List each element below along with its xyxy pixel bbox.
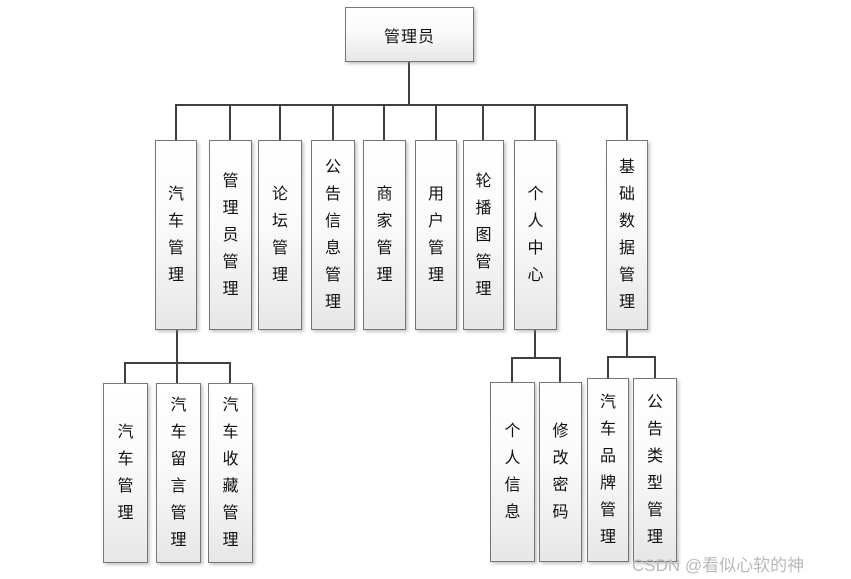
connector-stub-user-management bbox=[435, 104, 437, 140]
node-basic-data-management: 基础数据管理 bbox=[606, 140, 648, 330]
connector-stub-car-management bbox=[175, 104, 177, 140]
connector-stub-carousel-management bbox=[482, 104, 484, 140]
connector-basic-sub-stub-1 bbox=[607, 356, 609, 378]
connector-car-sub-stub-1 bbox=[124, 362, 126, 383]
node-car-message-management-label: 汽车留言管理 bbox=[170, 397, 187, 549]
node-forum-management-label: 论坛管理 bbox=[271, 186, 288, 284]
connector-car-sub-stub-3 bbox=[229, 362, 231, 383]
node-car-brand-management-label: 汽车品牌管理 bbox=[599, 394, 616, 546]
node-personal-center-label: 个人中心 bbox=[527, 186, 544, 284]
connector-car-group-stem bbox=[176, 330, 178, 363]
connector-stub-personal-center bbox=[534, 104, 536, 140]
node-car-management-label: 汽车管理 bbox=[167, 186, 184, 284]
node-carousel-management-label: 轮播图管理 bbox=[475, 172, 492, 298]
connector-root-stem bbox=[408, 62, 410, 105]
node-user-management: 用户管理 bbox=[415, 140, 457, 330]
node-merchant-management-label: 商家管理 bbox=[376, 186, 393, 284]
node-personal-info-label: 个人信息 bbox=[504, 423, 521, 521]
connector-personal-sub-stub-2 bbox=[559, 357, 561, 382]
watermark-text: CSDN @看似心软的神 bbox=[632, 556, 805, 575]
node-forum-management: 论坛管理 bbox=[258, 140, 302, 330]
node-change-password: 修改密码 bbox=[539, 382, 582, 562]
node-basic-data-management-label: 基础数据管理 bbox=[618, 159, 635, 311]
node-merchant-management: 商家管理 bbox=[363, 140, 406, 330]
node-car-management: 汽车管理 bbox=[155, 140, 197, 330]
connector-personal-sub-stub-1 bbox=[511, 357, 513, 382]
connector-stub-forum-management bbox=[279, 104, 281, 140]
connector-car-sub-stub-2 bbox=[176, 362, 178, 383]
connector-personal-group-horizontal bbox=[511, 357, 561, 359]
node-announcement-type-management: 公告类型管理 bbox=[633, 378, 677, 562]
node-car-brand-management: 汽车品牌管理 bbox=[587, 378, 629, 562]
connector-basic-group-stem bbox=[626, 330, 628, 357]
node-admin-management: 管理员管理 bbox=[209, 140, 252, 330]
node-admin-management-label: 管理员管理 bbox=[222, 172, 239, 298]
node-car-favorite-management-label: 汽车收藏管理 bbox=[222, 397, 239, 549]
node-administrator: 管理员 bbox=[345, 7, 474, 62]
node-car-favorite-management: 汽车收藏管理 bbox=[208, 383, 253, 563]
node-car-management-sub-label: 汽车管理 bbox=[117, 424, 134, 522]
connector-basic-sub-stub-2 bbox=[654, 356, 656, 378]
node-administrator-label: 管理员 bbox=[383, 28, 435, 46]
node-change-password-label: 修改密码 bbox=[552, 423, 569, 521]
node-personal-center: 个人中心 bbox=[514, 140, 557, 330]
node-announcement-type-management-label: 公告类型管理 bbox=[646, 394, 663, 546]
connector-main-horizontal bbox=[175, 104, 628, 106]
node-announcement-info-management-label: 公告信息管理 bbox=[324, 159, 341, 311]
node-car-message-management: 汽车留言管理 bbox=[156, 383, 201, 563]
node-personal-info: 个人信息 bbox=[490, 382, 535, 562]
connector-stub-basic-data bbox=[626, 104, 628, 140]
connector-basic-group-horizontal bbox=[607, 356, 656, 358]
connector-stub-merchant-management bbox=[383, 104, 385, 140]
node-announcement-info-management: 公告信息管理 bbox=[311, 140, 355, 330]
connector-personal-group-stem bbox=[534, 330, 536, 358]
connector-stub-announcement-info bbox=[332, 104, 334, 140]
node-carousel-management: 轮播图管理 bbox=[463, 140, 504, 330]
connector-stub-admin-management bbox=[229, 104, 231, 140]
node-user-management-label: 用户管理 bbox=[427, 186, 444, 284]
node-car-management-sub: 汽车管理 bbox=[103, 383, 148, 563]
